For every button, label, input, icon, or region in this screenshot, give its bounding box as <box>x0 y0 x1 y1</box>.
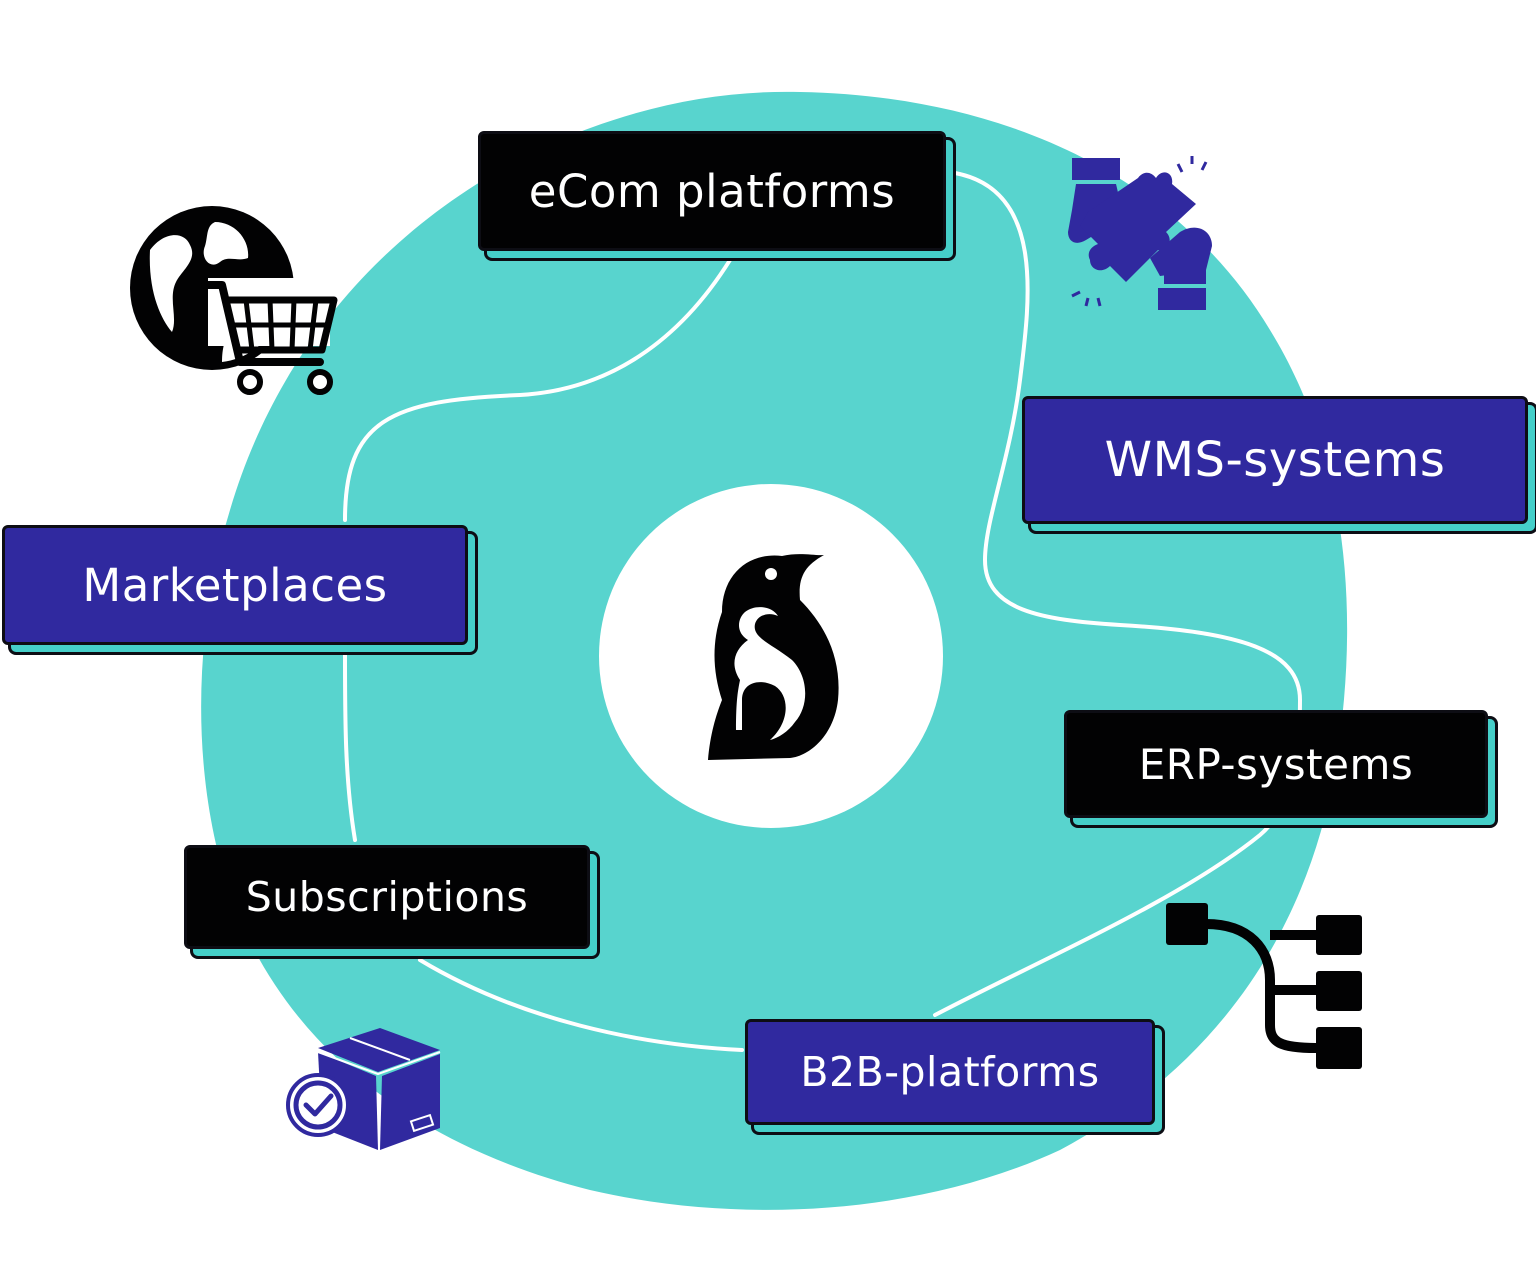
penguin-logo-icon <box>708 554 839 760</box>
marketplaces-label: Marketplaces <box>2 525 468 645</box>
ecom-platforms-label: eCom platforms <box>478 131 946 251</box>
erp-systems-label: ERP-systems <box>1064 710 1488 818</box>
puzzle-hands-icon <box>1068 156 1212 310</box>
globe-cart-icon <box>130 206 338 395</box>
connector-path <box>343 171 1303 1052</box>
flowchart-tree-icon <box>1166 903 1362 1069</box>
b2b-platforms-label: B2B-platforms <box>745 1019 1155 1125</box>
subscriptions-label: Subscriptions <box>184 845 590 949</box>
package-check-icon <box>286 1028 441 1150</box>
wms-systems-label: WMS-systems <box>1022 396 1528 524</box>
